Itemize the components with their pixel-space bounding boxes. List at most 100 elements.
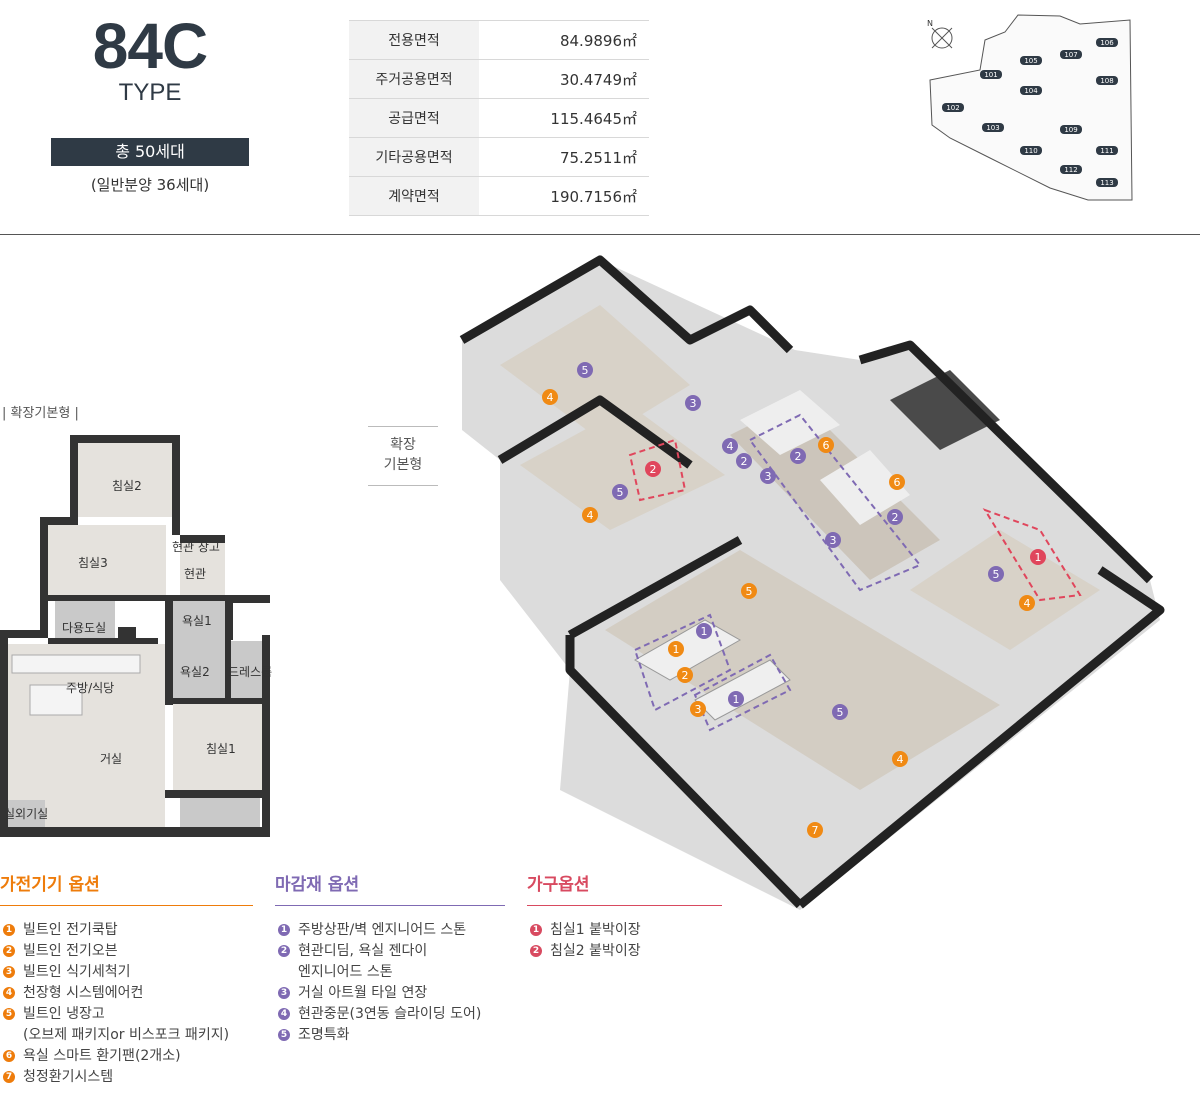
- legend-text: 침실2 붙박이장: [550, 943, 641, 959]
- svg-text:3: 3: [830, 534, 837, 547]
- site-building: 101: [980, 70, 1002, 79]
- compass-icon: N: [927, 19, 953, 49]
- option-marker-purple: 2: [887, 509, 903, 525]
- svg-text:102: 102: [946, 104, 959, 112]
- option-marker-red: 1: [1030, 549, 1046, 565]
- site-building: 111: [1096, 146, 1118, 155]
- svg-text:1: 1: [1035, 551, 1042, 564]
- legend-text: 주방상판/벽 엔지니어드 스톤: [298, 922, 467, 938]
- site-building: 109: [1060, 125, 1082, 134]
- room-label-bed1: 침실1: [206, 742, 236, 756]
- svg-text:112: 112: [1064, 166, 1077, 174]
- site-building: 105: [1020, 56, 1042, 65]
- option-marker-orange: 4: [582, 507, 598, 523]
- svg-text:3: 3: [765, 470, 772, 483]
- kitchen-counter: [11, 654, 141, 674]
- svg-text:113: 113: [1100, 179, 1113, 187]
- option-marker-orange: 2: [677, 667, 693, 683]
- svg-text:1: 1: [733, 693, 740, 706]
- compass-label: N: [927, 19, 933, 28]
- option-marker-orange: 3: [690, 701, 706, 717]
- room-label-storage: 현관 창고: [172, 540, 220, 554]
- site-building: 108: [1096, 76, 1118, 85]
- option-marker-purple: 5: [612, 484, 628, 500]
- legend-item: 4 현관중문(3연동 슬라이딩 도어): [275, 1004, 505, 1025]
- iso-room-bed2: [520, 405, 725, 530]
- legend-appliances-title: 가전기기 옵션: [0, 870, 253, 906]
- option-marker-purple: 3: [825, 532, 841, 548]
- legend-text: 거실 아트월 타일 연장: [298, 985, 428, 1001]
- option-marker-purple: 1: [728, 691, 744, 707]
- option-marker-purple: 1: [696, 623, 712, 639]
- option-marker-purple: 4: [722, 438, 738, 454]
- room-label-bath2: 욕실2: [180, 665, 210, 679]
- option-marker-orange: 5: [741, 583, 757, 599]
- svg-text:5: 5: [746, 585, 753, 598]
- option-marker-orange: 4: [542, 389, 558, 405]
- legend-number: 1: [3, 924, 15, 936]
- svg-text:2: 2: [892, 511, 899, 524]
- svg-text:5: 5: [837, 706, 844, 719]
- site-building: 106: [1096, 38, 1118, 47]
- option-marker-purple: 2: [790, 448, 806, 464]
- site-building: 103: [982, 123, 1004, 132]
- legend-number: 4: [278, 1008, 290, 1020]
- svg-text:106: 106: [1100, 39, 1114, 47]
- legend-number: 3: [278, 987, 290, 999]
- area-value: 84.9896㎡: [559, 31, 637, 50]
- svg-text:108: 108: [1100, 77, 1113, 85]
- svg-text:6: 6: [823, 439, 830, 452]
- site-building: 107: [1060, 50, 1082, 59]
- plan-floor: [8, 443, 262, 827]
- type-code: 84C: [92, 10, 208, 82]
- legend-furniture-title: 가구옵션: [527, 870, 722, 906]
- view-tag: 확장 기본형: [368, 426, 438, 486]
- svg-text:3: 3: [690, 397, 697, 410]
- option-marker-purple: 5: [577, 362, 593, 378]
- iso-dressroom: [890, 370, 1000, 450]
- plan-walls: [0, 435, 270, 837]
- legend-text: 현관중문(3연동 슬라이딩 도어): [298, 1006, 482, 1022]
- svg-text:5: 5: [582, 364, 589, 377]
- iso-kitchen-island: [694, 659, 791, 721]
- legend-text: 침실1 붙박이장: [550, 922, 641, 938]
- kitchen-island: [29, 684, 83, 716]
- svg-text:1: 1: [673, 643, 680, 656]
- svg-text:7: 7: [812, 824, 819, 837]
- area-label: 계약면적: [349, 176, 479, 216]
- svg-text:4: 4: [897, 753, 904, 766]
- site-building: 113: [1096, 178, 1118, 187]
- site-building: 112: [1060, 165, 1082, 174]
- area-value: 30.4749㎡: [559, 70, 637, 89]
- option-marker-purple: 5: [832, 704, 848, 720]
- svg-text:2: 2: [795, 450, 802, 463]
- option-marker-purple: 5: [988, 566, 1004, 582]
- iso-option-zones: [628, 413, 1082, 732]
- iso-room-bed3: [500, 305, 690, 440]
- svg-text:103: 103: [986, 124, 999, 132]
- svg-text:5: 5: [993, 568, 1000, 581]
- option-marker-orange: 4: [892, 751, 908, 767]
- svg-text:4: 4: [587, 509, 594, 522]
- svg-text:2: 2: [650, 463, 657, 476]
- floor-plan-2d: 침실2 침실3 현관 창고 현관 다용도실 욕실1 욕실2 드레스룸 주방/식당…: [0, 435, 272, 837]
- svg-text:105: 105: [1024, 57, 1037, 65]
- option-marker-purple: 3: [685, 395, 701, 411]
- svg-text:3: 3: [695, 703, 702, 716]
